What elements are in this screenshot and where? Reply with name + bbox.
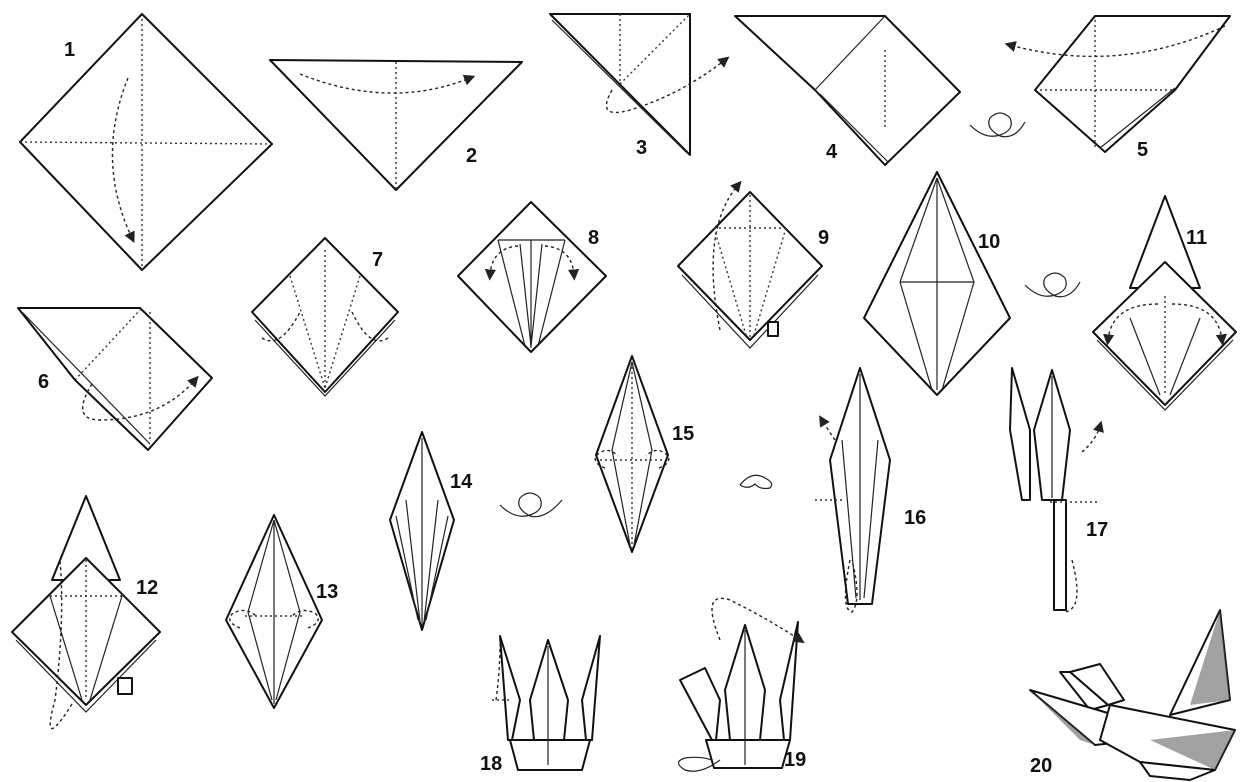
step-number: 7 <box>372 250 383 270</box>
step-1-figure <box>20 14 272 270</box>
step-number: 19 <box>784 750 806 770</box>
step-number: 3 <box>636 138 647 158</box>
step-2-figure <box>270 60 522 190</box>
flip-over-symbol-2 <box>1025 273 1080 297</box>
step-3-figure <box>550 14 725 155</box>
step-number: 2 <box>466 146 477 166</box>
step-10-figure <box>864 172 1010 395</box>
step-number: 4 <box>826 142 837 162</box>
step-number: 13 <box>316 582 338 602</box>
step-19-figure <box>679 598 801 771</box>
step-13-figure <box>226 515 322 708</box>
step-number: 6 <box>38 372 49 392</box>
step-number: 1 <box>64 40 75 60</box>
step-4-figure <box>735 16 960 165</box>
rotate-symbol <box>740 475 772 488</box>
step-9-figure <box>678 185 822 348</box>
step-8-figure <box>458 202 606 352</box>
step-15-figure <box>595 356 669 552</box>
step-number: 10 <box>978 232 1000 252</box>
step-number: 11 <box>1186 228 1207 248</box>
step-12-figure <box>12 496 160 729</box>
step-number: 17 <box>1086 520 1108 540</box>
step-number: 5 <box>1137 140 1148 160</box>
step-11-figure <box>1093 196 1236 410</box>
step-20-figure <box>1030 610 1235 780</box>
step-14-figure <box>390 432 454 630</box>
step-18-figure <box>492 636 600 770</box>
step-number: 14 <box>450 472 472 492</box>
step-number: 8 <box>588 228 599 248</box>
flip-over-symbol-3 <box>500 493 562 517</box>
step-number: 9 <box>818 228 829 248</box>
step-16-figure <box>815 368 890 612</box>
step-number: 18 <box>480 754 502 774</box>
step-number: 20 <box>1030 756 1052 776</box>
step-number: 15 <box>672 424 694 444</box>
step-number: 12 <box>136 578 158 598</box>
step-number: 16 <box>904 508 926 528</box>
flip-over-symbol-1 <box>970 113 1025 137</box>
step-5-figure <box>1010 16 1230 152</box>
step-17-figure <box>1010 368 1100 612</box>
